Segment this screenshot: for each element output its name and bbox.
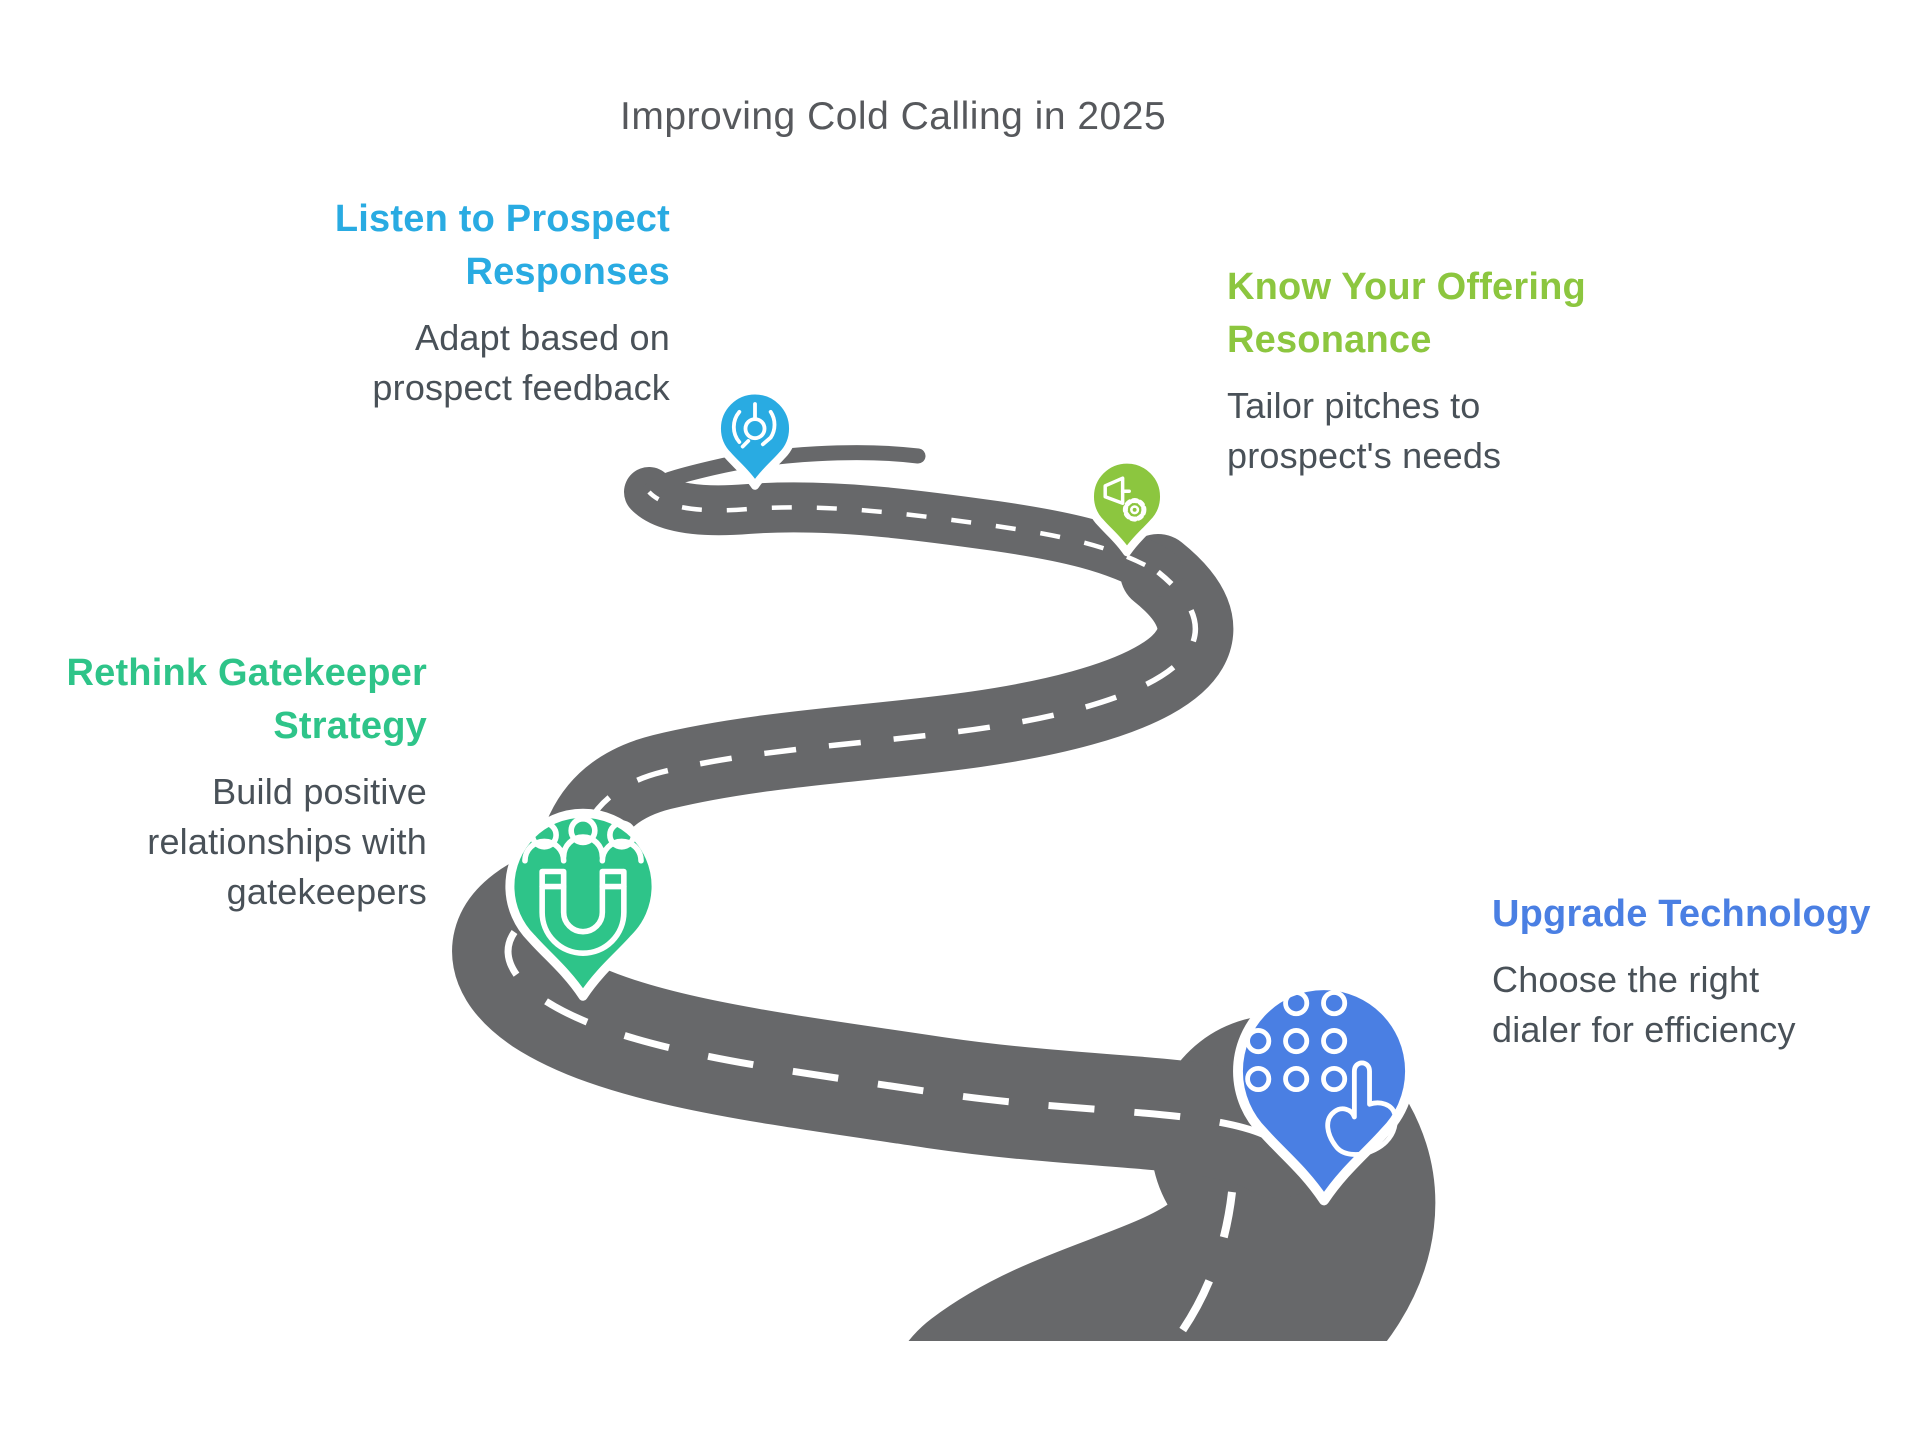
dialpad-hand-icon <box>1245 990 1398 1157</box>
road-lane-markings <box>504 490 1280 1348</box>
megaphone-gear-icon <box>1103 476 1147 522</box>
pin-resonance <box>1085 455 1169 557</box>
milestone-technology: Upgrade Technology Choose the right dial… <box>1492 888 1871 1055</box>
magnet-people-icon <box>522 816 644 956</box>
road-segment-2 <box>532 534 1234 936</box>
milestone-technology-title: Upgrade Technology <box>1492 893 1871 935</box>
milestone-resonance-subtitle: Tailor pitches to prospect's needs <box>1227 385 1502 476</box>
milestone-resonance-title: Know Your Offering Resonance <box>1227 266 1586 361</box>
milestone-listen-title: Listen to Prospect Responses <box>334 198 670 293</box>
page-title: Improving Cold Calling in 2025 <box>620 95 1167 138</box>
milestone-gatekeeper-title: Rethink Gatekeeper Strategy <box>66 652 427 747</box>
listening-responses-icon <box>731 402 777 449</box>
pin-listen <box>712 386 798 490</box>
road-segment-1 <box>624 467 1183 597</box>
road-bottom-cut <box>0 1341 1920 1438</box>
pin-gatekeeper <box>505 808 661 1001</box>
milestone-resonance: Know Your Offering Resonance Tailor pitc… <box>1227 261 1586 481</box>
pin-technology <box>1233 980 1415 1206</box>
milestone-technology-subtitle: Choose the right dialer for efficiency <box>1492 959 1796 1050</box>
milestone-gatekeeper-subtitle: Build positive relationships with gateke… <box>147 771 427 912</box>
milestone-listen-subtitle: Adapt based on prospect feedback <box>372 317 670 408</box>
milestone-listen: Listen to Prospect Responses Adapt based… <box>335 193 670 413</box>
milestone-gatekeeper: Rethink Gatekeeper Strategy Build positi… <box>66 647 427 917</box>
